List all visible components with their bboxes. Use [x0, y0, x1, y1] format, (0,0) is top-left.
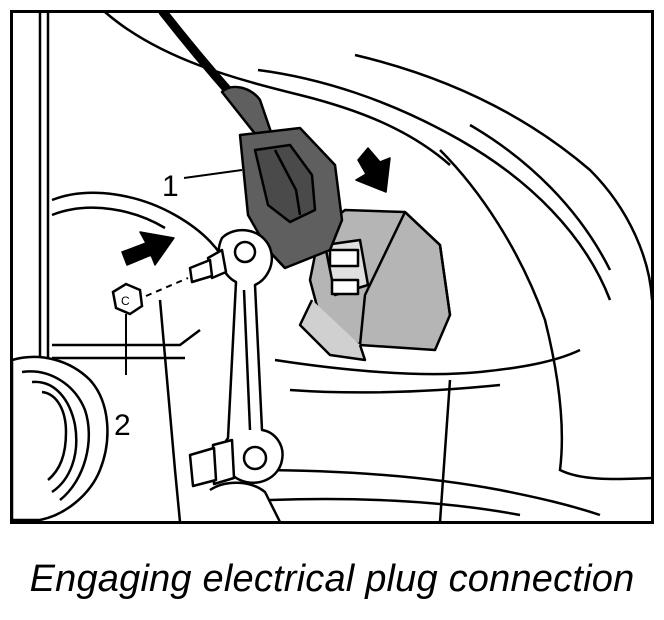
- drive-shaft-boot: [10, 355, 109, 522]
- callout-2-number: 2: [114, 409, 131, 442]
- technical-illustration: C 1 2: [10, 10, 654, 524]
- callout-1-leader: [183, 169, 243, 179]
- hex-nut: C: [111, 282, 144, 316]
- sensor-socket: [298, 208, 452, 362]
- callout-1-number: 1: [162, 170, 179, 203]
- direction-arrow-left: [121, 231, 175, 266]
- wiring-cable: [158, 10, 237, 100]
- direction-arrow-right: [355, 147, 391, 193]
- figure-caption: Engaging electrical plug connection: [29, 558, 635, 600]
- body-contours: [38, 11, 654, 523]
- assembly-dash-line: [145, 277, 189, 297]
- electrical-plug: [220, 85, 344, 270]
- nut-mark: C: [121, 294, 130, 308]
- linkage-rod: [188, 228, 284, 488]
